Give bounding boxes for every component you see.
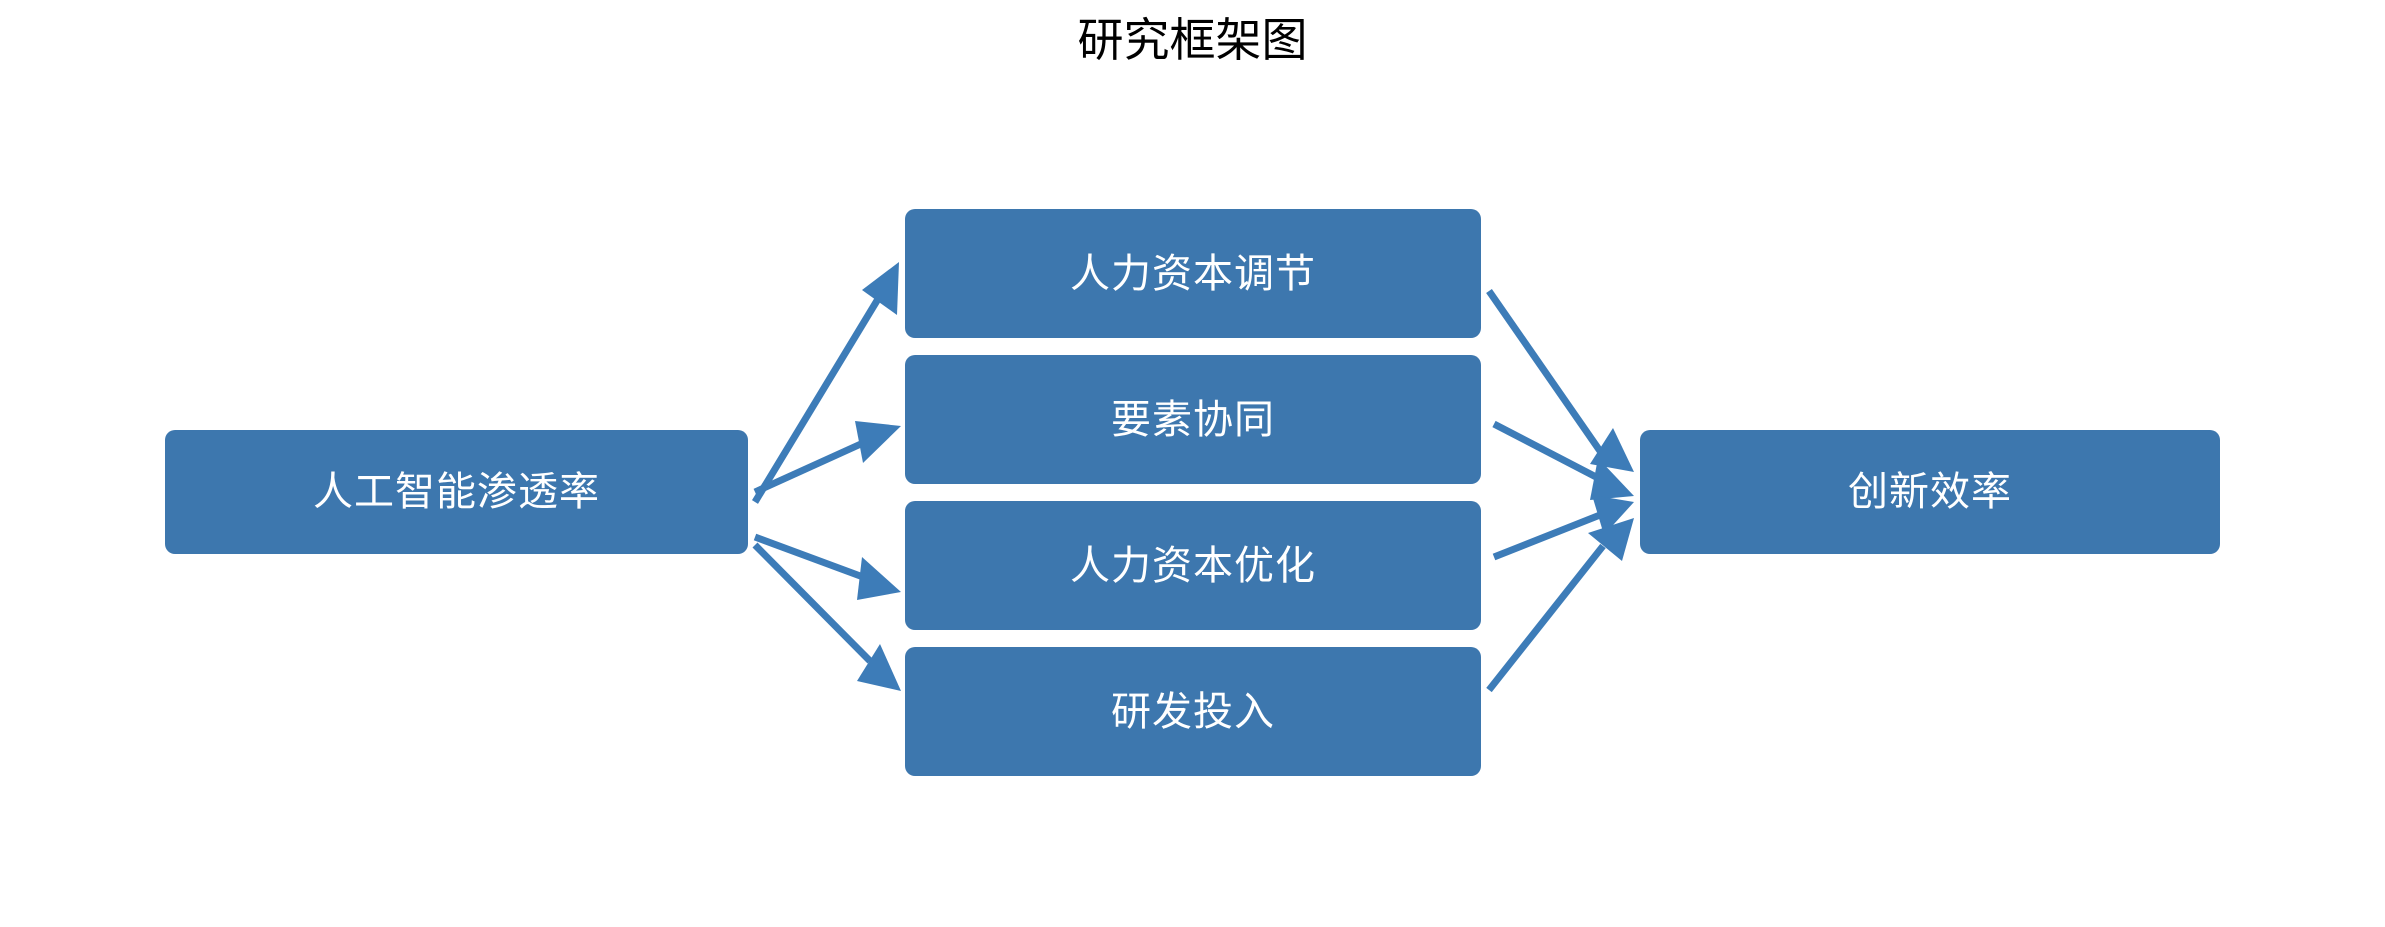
edge-mech-2-to-output (1492, 495, 1634, 561)
node-label: 研发投入 (1111, 688, 1275, 735)
node-mediator-rd-investment[interactable]: 研发投入 (905, 647, 1481, 776)
edge-input-to-mech-3 (752, 542, 901, 691)
edge-input-to-mech-1 (753, 421, 901, 496)
edge-mech-0-to-output (1486, 289, 1634, 472)
node-label: 要素协同 (1111, 396, 1275, 443)
node-label: 创新效率 (1848, 469, 2012, 515)
node-mediator-human-capital-optimization[interactable]: 人力资本优化 (905, 501, 1481, 630)
node-independent-variable[interactable]: 人工智能渗透率 (165, 430, 748, 554)
page-title: 研究框架图 (1077, 13, 1308, 67)
node-mediator-human-capital-moderation[interactable]: 人力资本调节 (905, 209, 1481, 338)
edge-mech-3-to-output (1486, 518, 1634, 693)
edge-input-to-mech-2 (753, 533, 901, 600)
node-label: 人工智能渗透率 (313, 469, 600, 515)
node-mediator-factor-synergy[interactable]: 要素协同 (905, 355, 1481, 484)
edge-input-to-mech-0 (752, 262, 899, 504)
node-label: 人力资本调节 (1070, 250, 1316, 297)
node-label: 人力资本优化 (1070, 542, 1316, 589)
edge-mech-1-to-output (1492, 420, 1634, 500)
node-dependent-variable[interactable]: 创新效率 (1640, 430, 2220, 554)
